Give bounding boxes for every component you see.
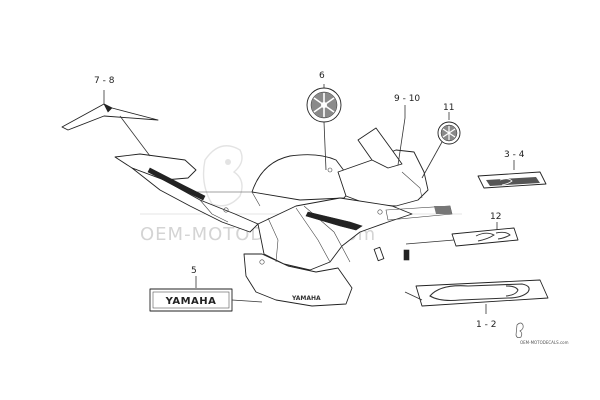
r6-large-mark bbox=[429, 283, 530, 302]
callout-7-8: 7 - 8 bbox=[94, 76, 115, 86]
fairing-tab-dark bbox=[403, 249, 410, 261]
decal-small-emblem: 11 bbox=[421, 103, 461, 179]
callout-9-10: 9 - 10 bbox=[394, 94, 420, 104]
yamaha-emblem-text: YAMAHA bbox=[165, 296, 217, 307]
callout-12: 12 bbox=[490, 212, 501, 222]
panel-line bbox=[267, 217, 279, 263]
r6-large-decal bbox=[415, 279, 549, 307]
tail-stripe-tip bbox=[103, 103, 113, 113]
mount-hole bbox=[223, 207, 229, 213]
mount-hole bbox=[259, 259, 265, 265]
fuel-tank bbox=[251, 154, 350, 201]
fairing-brand-decal: YAMAHA bbox=[291, 295, 321, 302]
r6-mid-mark bbox=[475, 231, 511, 242]
mount-hole bbox=[377, 209, 383, 215]
callout-5: 5 bbox=[191, 266, 197, 276]
callout-1-2: 1 - 2 bbox=[476, 320, 496, 330]
corner-watermark-text: OEM-MOTODECALS.com bbox=[520, 340, 569, 345]
decal-yamaha-emblem: YAMAHA 5 bbox=[149, 266, 263, 312]
decal-r6-large: 1 - 2 bbox=[404, 279, 549, 330]
callout-6: 6 bbox=[319, 71, 325, 81]
headlight-edge bbox=[401, 171, 423, 199]
callout-3-4: 3 - 4 bbox=[504, 150, 525, 160]
decal-r6-mid: 12 bbox=[405, 212, 519, 247]
yamaha-emblem-inner bbox=[152, 291, 230, 309]
r6-mid-decal bbox=[451, 227, 519, 247]
decal-tank-emblem: 6 bbox=[306, 71, 342, 171]
r6-small-mark bbox=[499, 178, 513, 186]
leader-line bbox=[119, 115, 151, 157]
leader-line bbox=[231, 299, 263, 303]
watermark-mascot-icon bbox=[202, 145, 243, 207]
leader-line bbox=[405, 239, 455, 245]
panel-line bbox=[295, 207, 331, 263]
fairing-body: YAMAHA bbox=[114, 127, 453, 307]
fairing-tab bbox=[373, 246, 385, 262]
leader-line bbox=[421, 141, 443, 179]
r6-small-decal-fill bbox=[486, 177, 540, 186]
fairing-side-decal-fill bbox=[434, 206, 452, 214]
leader-line bbox=[397, 117, 406, 166]
leader-line bbox=[404, 291, 423, 301]
decal-upper-cowl: 9 - 10 bbox=[394, 94, 420, 166]
seat-line bbox=[188, 191, 261, 207]
tuning-fork-icon-center bbox=[321, 102, 327, 108]
panel-line bbox=[199, 199, 229, 223]
r6-large-mark-6 bbox=[505, 285, 519, 297]
mount-hole bbox=[327, 167, 333, 173]
callout-11: 11 bbox=[443, 103, 454, 113]
leader-line bbox=[323, 121, 327, 171]
lower-cowl bbox=[243, 253, 353, 307]
corner-watermark: OEM-MOTODECALS.com bbox=[515, 322, 569, 345]
tuning-fork-icon-lines bbox=[442, 126, 456, 140]
side-stripe bbox=[305, 211, 363, 231]
corner-mascot-icon bbox=[515, 322, 524, 339]
tail-stripe bbox=[147, 167, 206, 201]
decal-r6-small: 3 - 4 bbox=[477, 150, 547, 189]
windscreen bbox=[357, 127, 403, 169]
decal-tail-stripe: 7 - 8 bbox=[61, 76, 159, 157]
